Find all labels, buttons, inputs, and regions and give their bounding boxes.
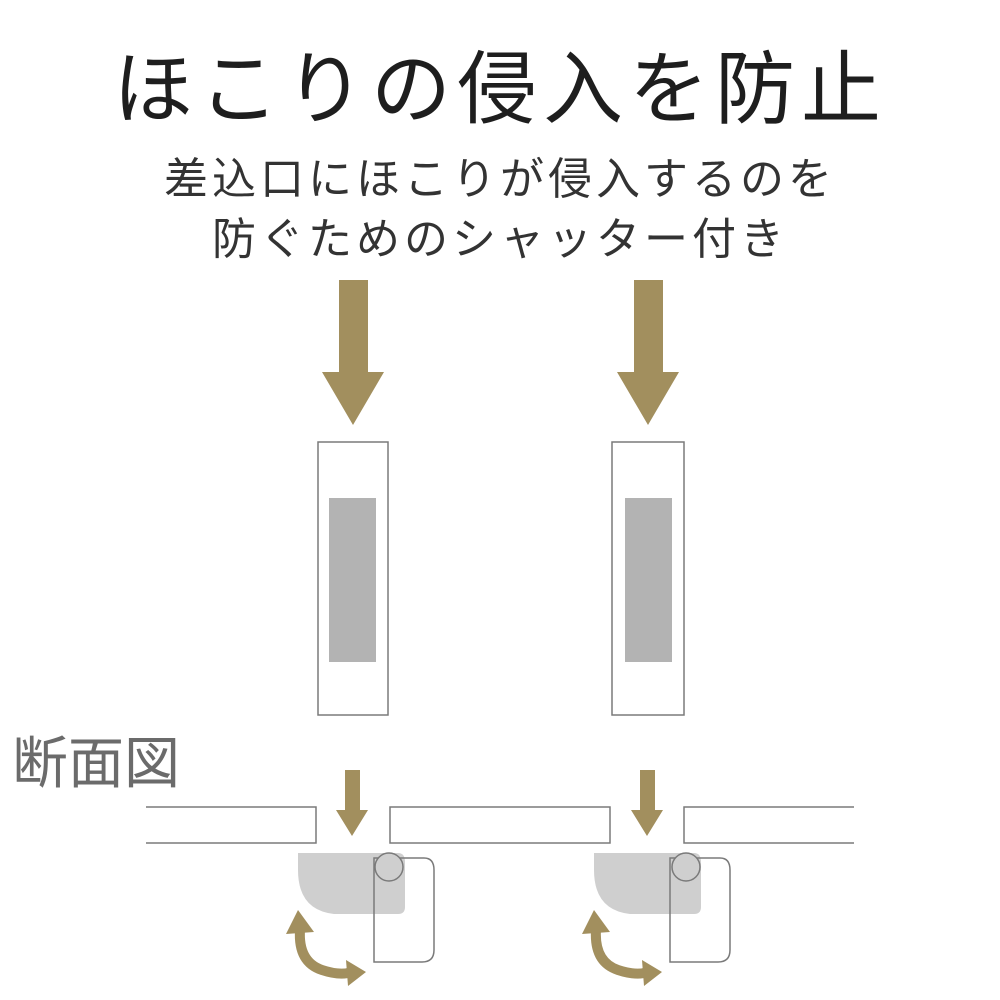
down-arrow-icon: [617, 280, 679, 425]
housing-panel: [683, 806, 854, 844]
subtitle-line-1: 差込口にほこりが侵入するのを: [164, 154, 836, 205]
subtitle-line-2: 防ぐためのシャッター付き: [212, 214, 788, 265]
hinge-pin: [374, 852, 404, 882]
small-down-arrow-icon: [631, 770, 663, 836]
housing-panel: [389, 806, 611, 844]
port-right: [611, 280, 685, 716]
curved-double-arrow-icon: [286, 910, 366, 986]
port-slot: [329, 498, 376, 662]
cross-section-label: 断面図: [12, 732, 180, 797]
port-slot: [625, 498, 672, 662]
cross-section-housing: [146, 806, 854, 844]
port-left: [317, 280, 389, 716]
shutter-housing: [373, 857, 435, 963]
down-arrow-icon: [322, 280, 384, 425]
small-down-arrow-icon: [336, 770, 368, 836]
shutter-left: [286, 770, 435, 986]
shutter-right: [582, 770, 731, 986]
housing-panel: [146, 806, 317, 844]
curved-double-arrow-icon: [582, 910, 662, 986]
shutter-housing: [669, 857, 731, 963]
subtitle: 差込口にほこりが侵入するのを 防ぐためのシャッター付き: [0, 150, 1000, 270]
hinge-pin: [671, 852, 701, 882]
page-title: ほこりの侵入を防止: [113, 43, 887, 136]
